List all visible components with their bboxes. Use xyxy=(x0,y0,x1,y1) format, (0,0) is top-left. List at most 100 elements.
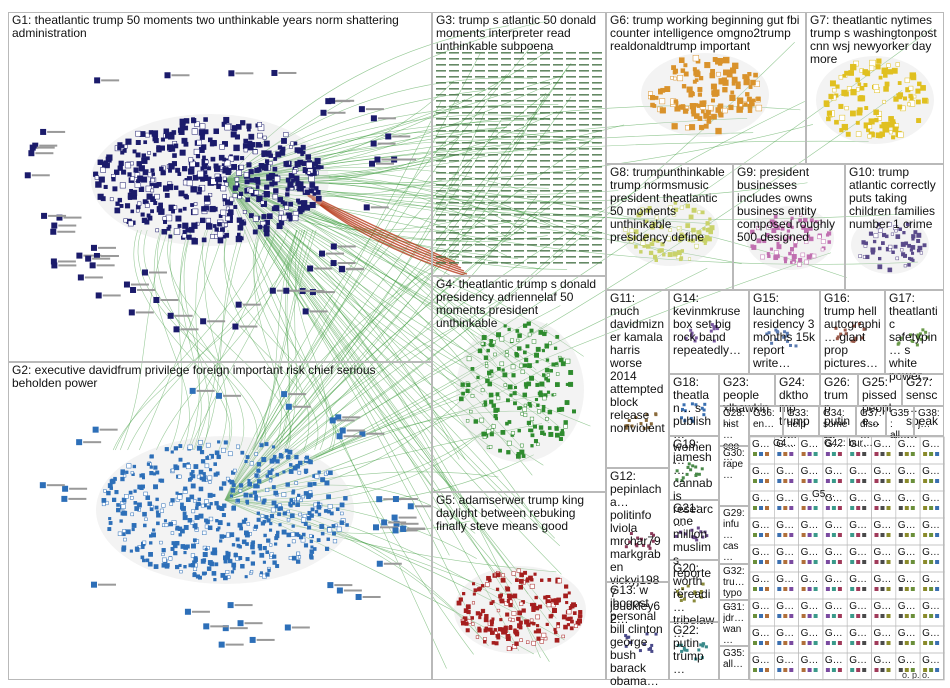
group-label-g3: G3: trump s atlantic 50 donald moments i… xyxy=(436,14,597,53)
node xyxy=(288,469,294,474)
group-panel-g33: G33: help… xyxy=(783,406,819,441)
node xyxy=(227,209,234,216)
node xyxy=(204,547,208,551)
edge xyxy=(252,229,314,451)
node xyxy=(186,234,192,240)
node xyxy=(179,123,186,130)
node xyxy=(163,219,167,224)
edge xyxy=(252,229,310,451)
group-label-g7: G7: theatlantic nytimes trump s washingt… xyxy=(810,14,937,66)
node xyxy=(301,205,306,210)
node xyxy=(161,552,165,557)
node xyxy=(240,120,246,126)
node xyxy=(296,198,301,203)
node xyxy=(94,175,100,180)
node xyxy=(273,188,279,194)
node xyxy=(287,449,293,455)
node xyxy=(154,193,160,200)
node xyxy=(229,196,235,202)
node xyxy=(155,497,159,502)
group-label-g36: G36: en… xyxy=(753,408,775,430)
node xyxy=(196,139,202,146)
node xyxy=(128,490,133,495)
edge xyxy=(224,89,903,501)
node xyxy=(135,140,141,145)
node xyxy=(274,176,281,182)
node xyxy=(117,197,123,203)
node xyxy=(248,169,254,175)
node xyxy=(256,195,263,203)
group-panel-g7: G7: theatlantic nytimes trump s washingt… xyxy=(806,12,944,164)
node xyxy=(203,195,211,202)
edge xyxy=(224,252,831,501)
node xyxy=(123,537,127,542)
edge xyxy=(224,42,535,501)
edge xyxy=(194,229,246,451)
node xyxy=(313,502,319,508)
node xyxy=(243,138,248,144)
node xyxy=(156,513,161,518)
node xyxy=(149,465,153,469)
node xyxy=(120,476,125,482)
node xyxy=(294,161,301,168)
node xyxy=(273,205,280,212)
node xyxy=(326,537,330,541)
node xyxy=(309,534,313,538)
node xyxy=(203,205,209,211)
node xyxy=(182,222,189,229)
node xyxy=(180,544,186,549)
cluster-g2 xyxy=(96,436,354,584)
node xyxy=(281,529,287,535)
node xyxy=(286,517,291,522)
edge xyxy=(204,229,228,451)
node xyxy=(135,130,141,137)
node xyxy=(236,169,242,176)
node xyxy=(141,157,148,164)
node xyxy=(222,157,227,162)
node xyxy=(193,499,197,503)
node xyxy=(160,478,165,483)
edge xyxy=(294,229,328,451)
node xyxy=(300,144,306,150)
node xyxy=(169,145,176,152)
node xyxy=(210,156,216,162)
node xyxy=(264,231,270,237)
node xyxy=(171,130,177,135)
node xyxy=(145,495,151,500)
node xyxy=(238,483,244,488)
node xyxy=(139,473,144,478)
node xyxy=(135,152,141,158)
node xyxy=(252,229,258,235)
node xyxy=(191,237,197,243)
node xyxy=(217,231,224,238)
node xyxy=(252,215,259,222)
node xyxy=(240,450,245,455)
node xyxy=(292,169,297,174)
node xyxy=(144,517,148,521)
node xyxy=(278,506,283,511)
node xyxy=(175,491,179,495)
node xyxy=(188,563,193,568)
node xyxy=(269,543,273,547)
node xyxy=(247,479,251,483)
node xyxy=(316,538,321,543)
group-panel-g37: G35: all… xyxy=(886,406,914,441)
node xyxy=(168,234,173,239)
node xyxy=(175,564,180,570)
node xyxy=(283,132,289,138)
group-label-g5: G5: adamserwer trump king daylight betwe… xyxy=(436,494,585,533)
edge xyxy=(224,21,547,181)
edge xyxy=(224,410,550,501)
node xyxy=(245,197,251,203)
edge xyxy=(224,179,520,651)
node xyxy=(208,137,213,143)
node xyxy=(312,481,317,486)
node xyxy=(256,462,262,467)
node xyxy=(137,201,142,206)
node xyxy=(256,517,261,522)
node xyxy=(262,135,267,140)
node xyxy=(108,521,113,525)
node xyxy=(254,176,261,183)
node xyxy=(264,442,269,447)
node xyxy=(108,517,112,521)
